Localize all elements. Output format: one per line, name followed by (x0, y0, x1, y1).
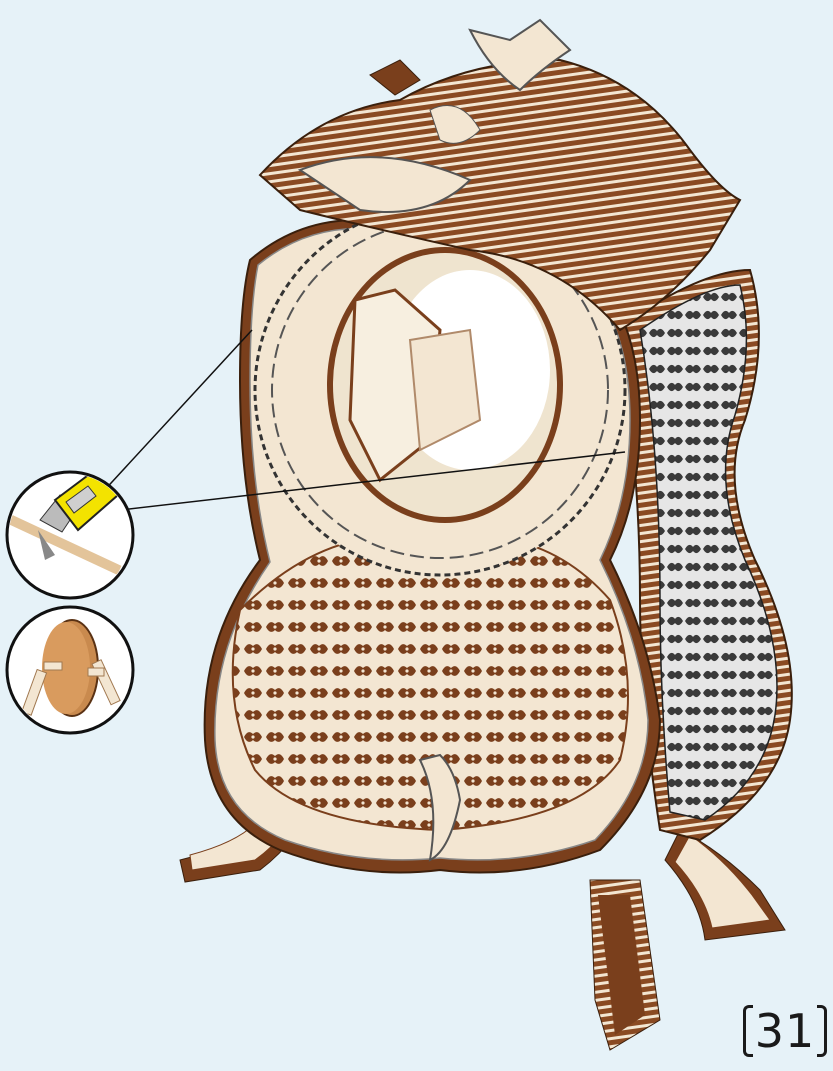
bracket-right (817, 1005, 827, 1057)
wooden-disc-support-icon (7, 607, 133, 733)
step-number-badge: 31 (743, 1005, 827, 1057)
clock-front-panel (205, 205, 660, 873)
step-number: 31 (755, 1005, 816, 1057)
bracket-left (743, 1005, 753, 1057)
utility-knife-icon (7, 470, 133, 598)
